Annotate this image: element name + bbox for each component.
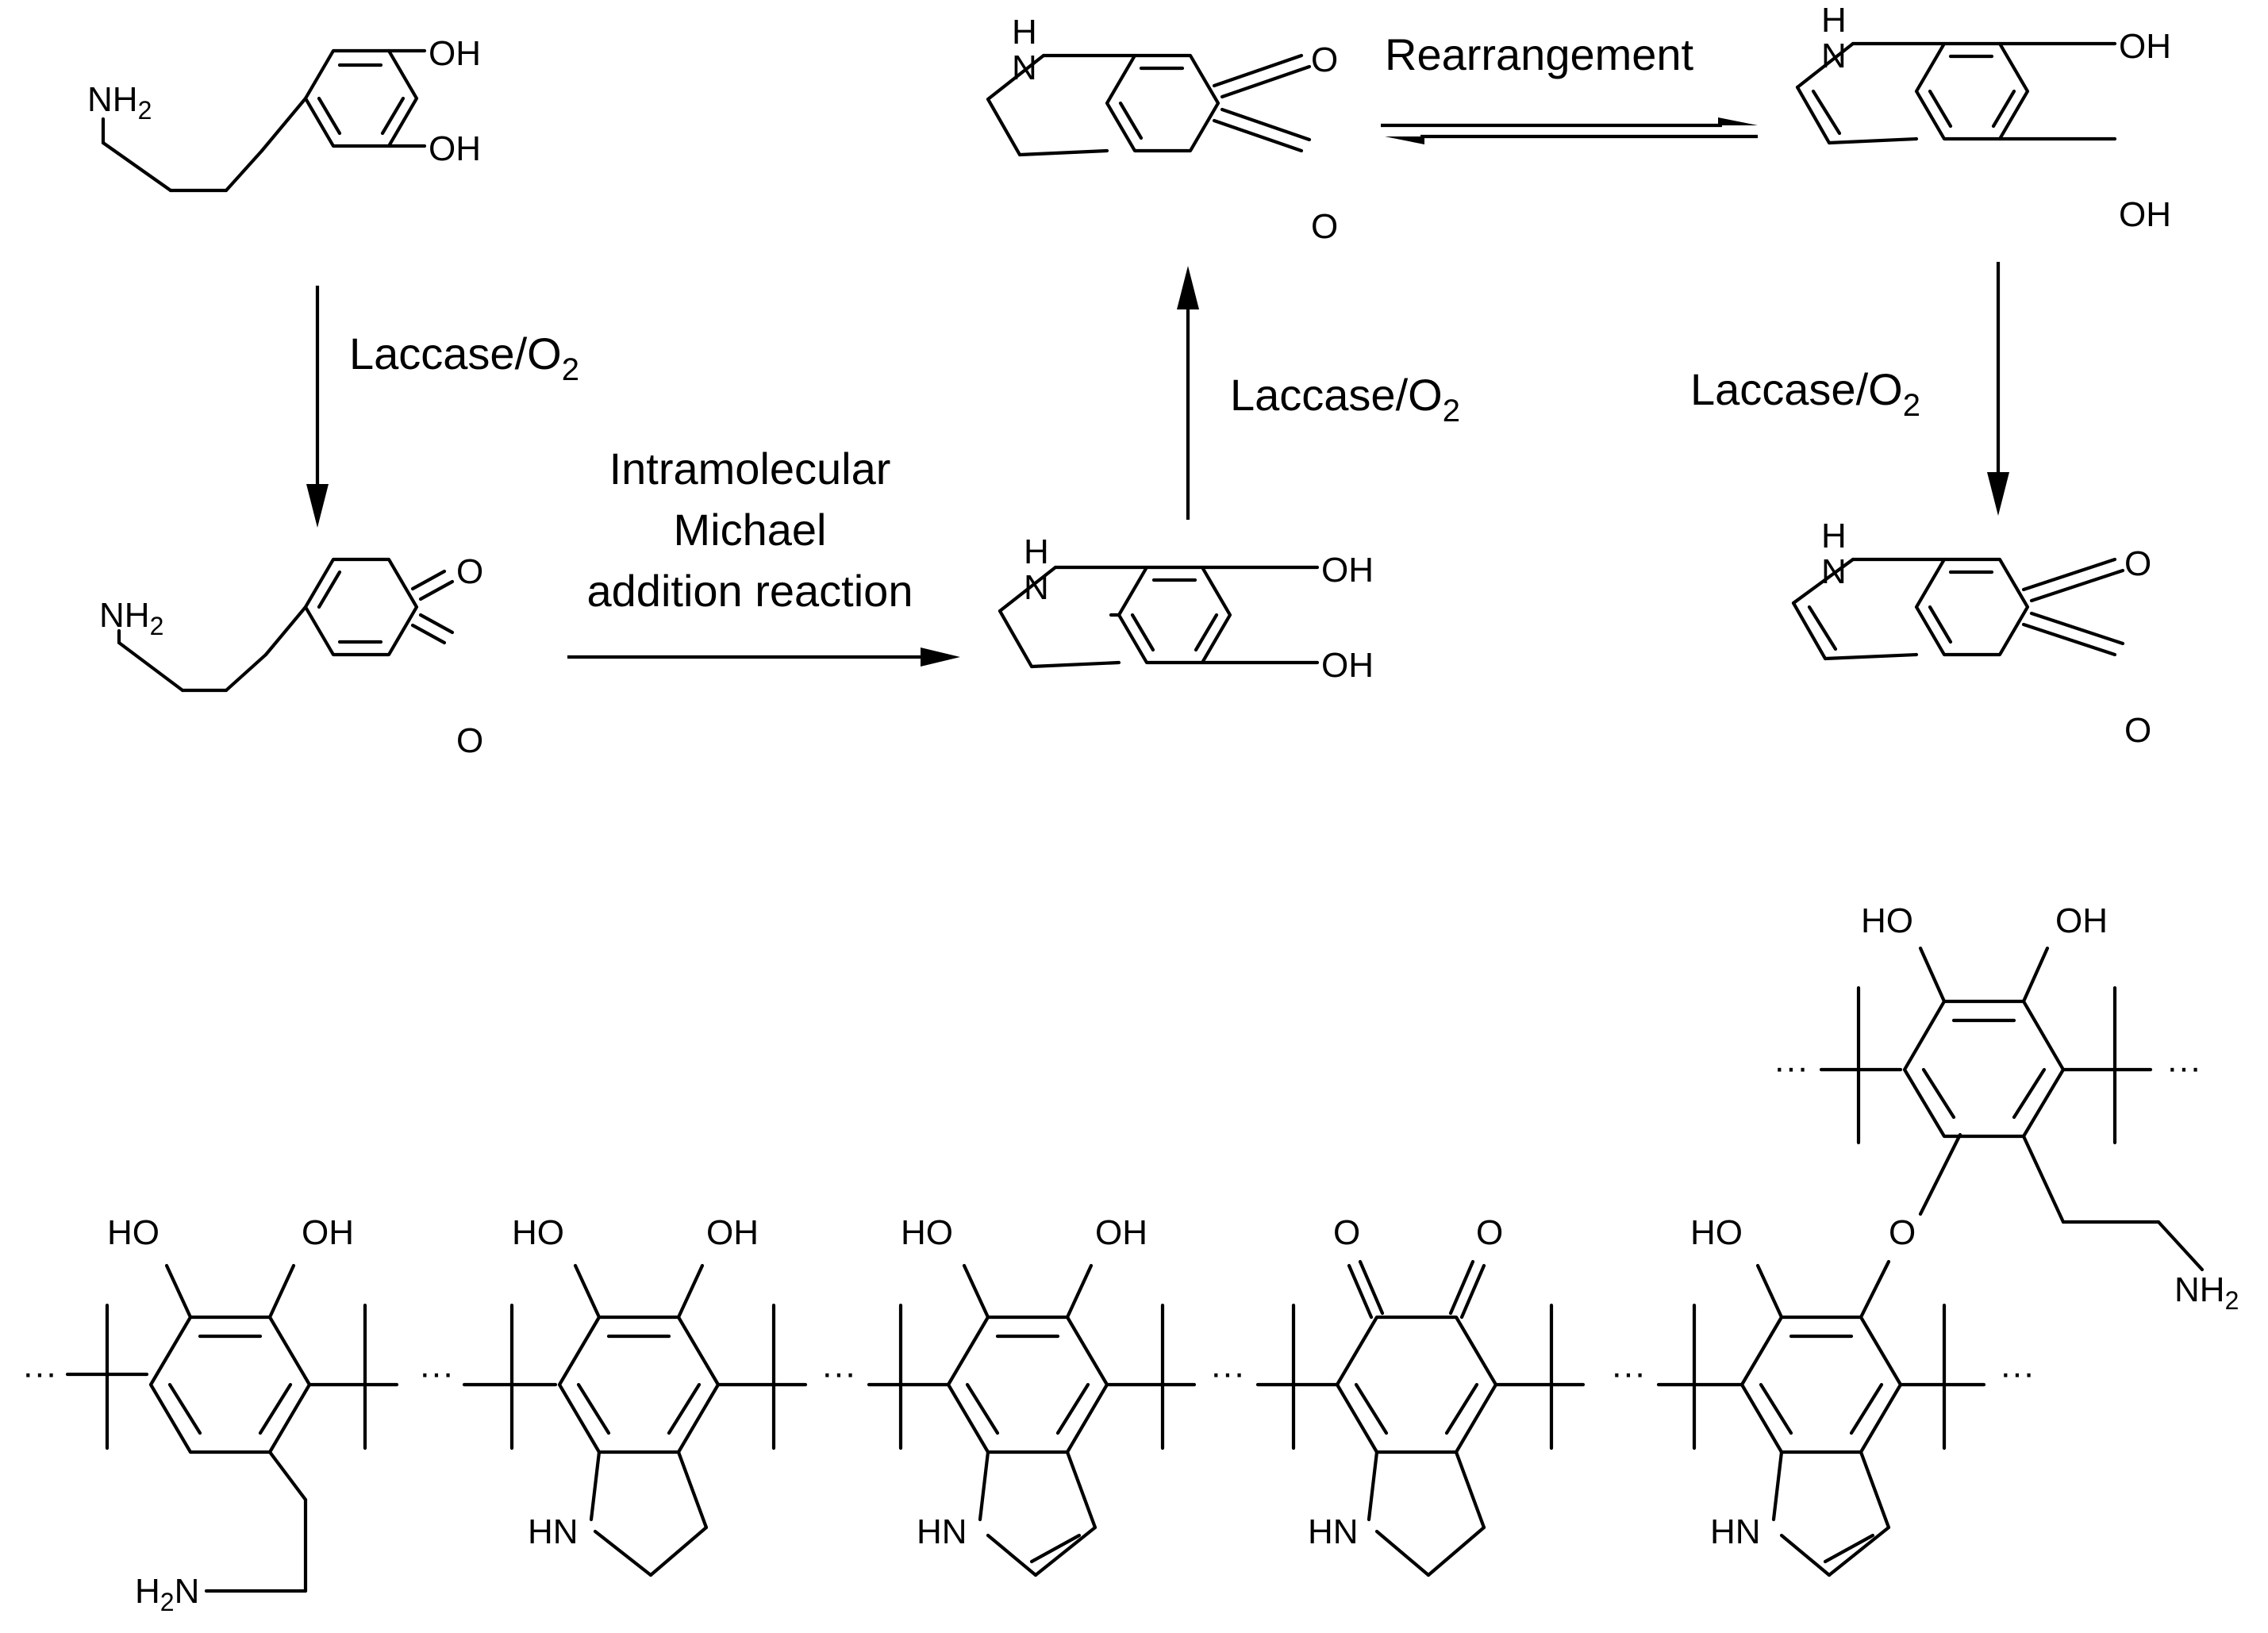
atom-nh2: NH2 (87, 80, 152, 125)
atom-nh: H (1024, 532, 1049, 571)
atom-nh: N (1821, 552, 1847, 591)
arrow-dopamine-to-quinone (306, 286, 329, 528)
molecule-dihydroxyindole: H N OH OH (1795, 1, 2171, 234)
step-label-michael-1: Intramolecular (609, 444, 891, 494)
chain-ellipsis: ··· (1774, 1048, 1809, 1087)
atom-ho: HO (512, 1213, 564, 1252)
atom-o: O (2124, 544, 2151, 583)
atom-oh: OH (2119, 27, 2171, 66)
polymer-unit-crosslinked-indole: ··· HO O HN ··· (1611, 1132, 2035, 1577)
atom-oh: OH (429, 34, 481, 73)
molecule-leucodopachrome: H N OH OH (998, 532, 1374, 685)
arrow-quinone-to-leuco (567, 647, 960, 667)
atom-hn: HN (1710, 1512, 1761, 1551)
atom-nh: N (1024, 568, 1049, 607)
step-label-michael-3: addition reaction (587, 566, 913, 616)
atom-ho: HO (1690, 1213, 1743, 1252)
atom-nh2: NH2 (99, 596, 163, 640)
atom-oh: OH (706, 1213, 759, 1252)
atom-o: O (2124, 711, 2151, 750)
molecule-dopamine-quinone: O O NH2 (99, 552, 483, 760)
polymer-unit-dihydroxyindole: ··· HO OH HN (821, 1213, 1197, 1577)
molecule-dopachrome: H N O O (986, 13, 1338, 246)
polymer-chain: ··· HO OH H2N ··· (22, 901, 2239, 1616)
atom-oh: OH (429, 129, 481, 168)
chain-ellipsis: ··· (1611, 1354, 1646, 1393)
atom-o: O (456, 552, 483, 591)
atom-hn: HN (917, 1512, 967, 1551)
chain-ellipsis: ··· (22, 1354, 57, 1393)
atom-o: O (456, 721, 483, 760)
atom-ho: HO (107, 1213, 160, 1252)
atom-oh: OH (2055, 901, 2108, 940)
chain-ellipsis: ··· (821, 1354, 856, 1393)
molecule-indolequinone: H N O O (1791, 517, 2151, 750)
atom-oh: OH (1321, 551, 1374, 590)
arrow-dhi-to-indolequinone (1987, 262, 2009, 516)
step-label-laccase-3: Laccase/O2 (1690, 364, 1920, 423)
atom-hn: HN (528, 1512, 579, 1551)
atom-nh: H (1821, 517, 1847, 555)
arrow-leuco-to-dopachrome (1177, 266, 1199, 520)
polymer-unit-dopachrome: ··· O O HN (1210, 1213, 1586, 1577)
atom-h2n: H2N (135, 1572, 199, 1616)
atom-oh: OH (2119, 195, 2171, 234)
atom-o: O (1311, 207, 1338, 246)
atom-o: O (1889, 1213, 1916, 1252)
step-label-laccase-2: Laccase/O2 (1230, 370, 1460, 428)
atom-ho: HO (1861, 901, 1913, 940)
molecule-dopamine: OH OH NH2 (87, 34, 481, 193)
atom-nh: H (1012, 13, 1037, 52)
polymer-unit-upper-dopamine: ··· HO OH NH2 ··· (1774, 901, 2239, 1315)
atom-nh: N (1821, 37, 1847, 75)
chain-ellipsis: ··· (419, 1354, 454, 1393)
chain-ellipsis: ··· (2166, 1048, 2201, 1087)
chain-ellipsis: ··· (1210, 1354, 1245, 1393)
atom-oh: OH (1321, 646, 1374, 685)
atom-oh: OH (302, 1213, 354, 1252)
atom-nh2: NH2 (2174, 1270, 2239, 1315)
equilibrium-arrows (1381, 117, 1758, 144)
step-label-laccase-1: Laccase/O2 (349, 329, 579, 387)
atom-oh: OH (1095, 1213, 1147, 1252)
step-label-rearrangement: Rearrangement (1385, 29, 1694, 79)
polymer-unit-leucodopachrome: ··· HO OH HN (419, 1213, 808, 1577)
atom-nh: H (1821, 1, 1847, 40)
atom-o: O (1476, 1213, 1503, 1252)
atom-hn: HN (1308, 1512, 1359, 1551)
step-label-michael-2: Michael (674, 505, 827, 555)
polymer-unit-dopamine: ··· HO OH H2N (22, 1213, 399, 1616)
atom-o: O (1311, 40, 1338, 79)
atom-nh: N (1012, 48, 1037, 87)
atom-o: O (1333, 1213, 1360, 1252)
chain-ellipsis: ··· (2000, 1354, 2035, 1393)
atom-ho: HO (901, 1213, 953, 1252)
